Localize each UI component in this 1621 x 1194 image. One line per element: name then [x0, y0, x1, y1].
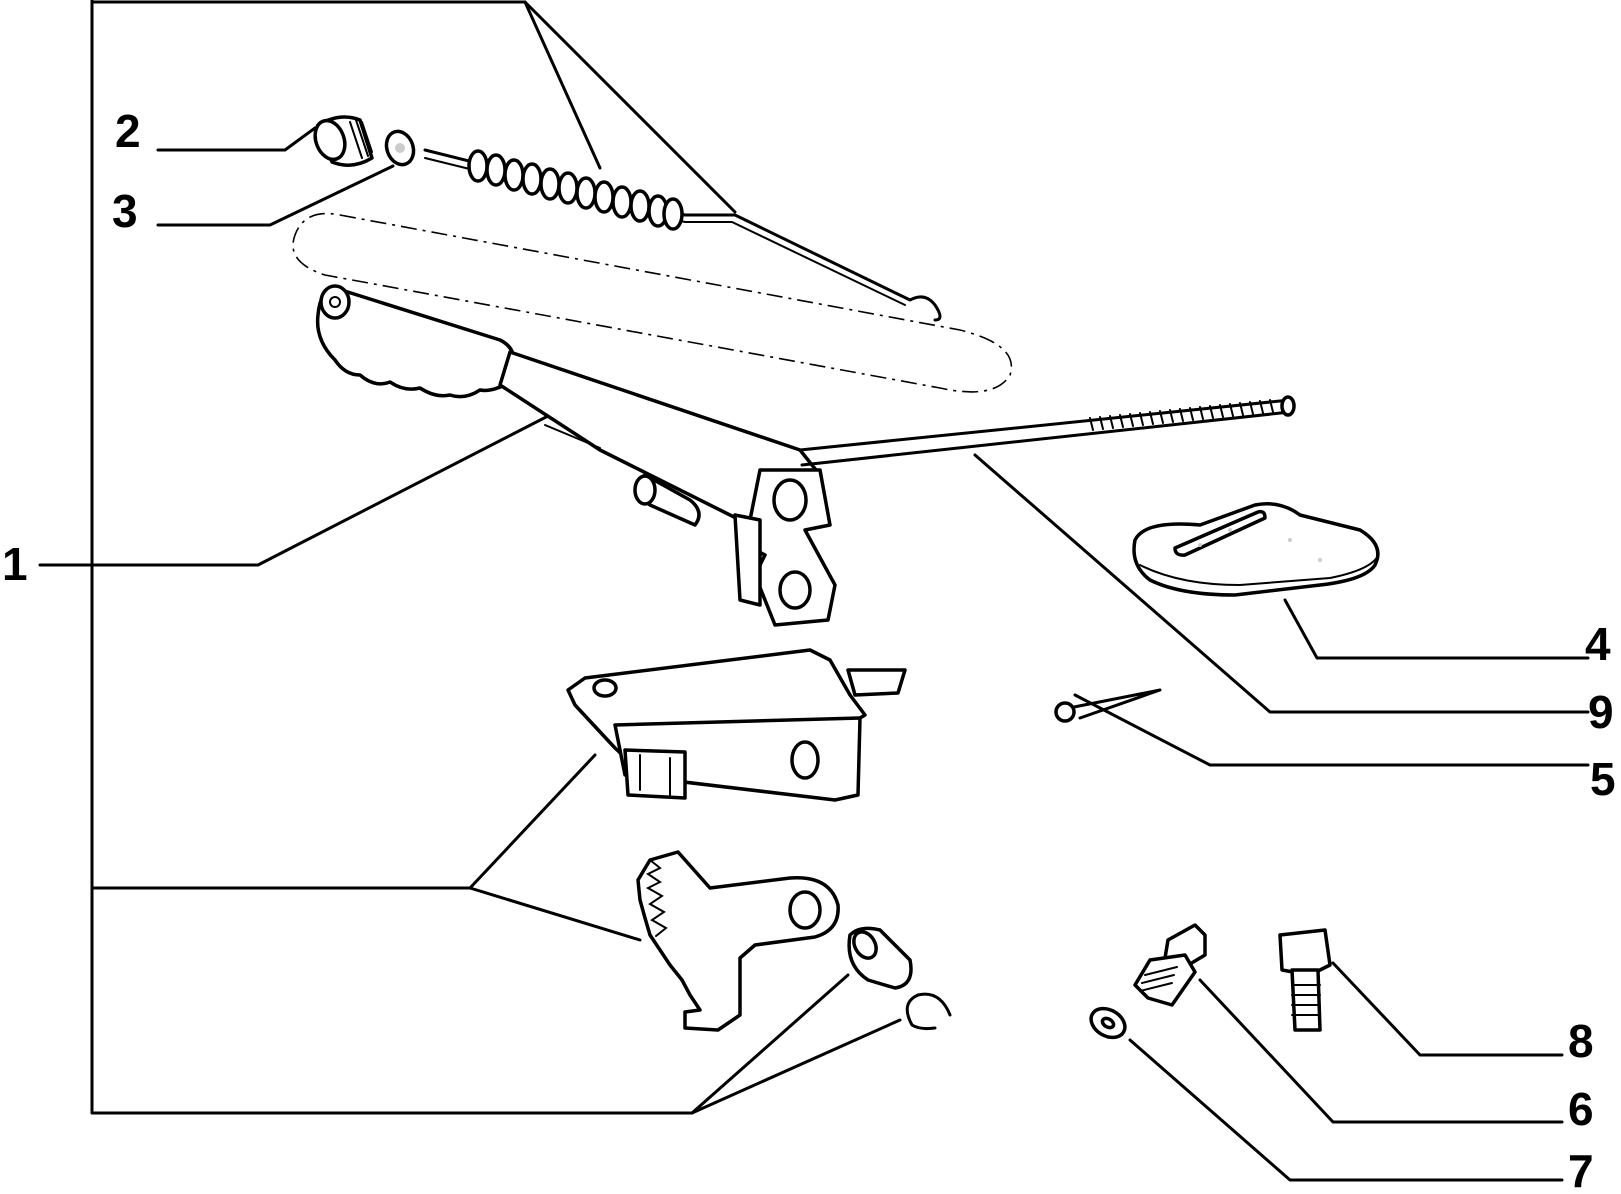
callout-1: 1	[2, 538, 28, 590]
ratchet-pawl-part	[636, 850, 840, 1032]
callout-4: 4	[1585, 618, 1611, 670]
washer-small-part	[1089, 1006, 1127, 1040]
callout-labels: 1 2 3 4 9 5 8 6 7	[2, 105, 1616, 1194]
knob-part	[313, 115, 374, 167]
cotter-pin-part	[1054, 688, 1162, 723]
lever-part	[315, 284, 1296, 627]
assembly-bracket	[90, 0, 694, 1115]
pin-and-clip-parts	[847, 926, 952, 1031]
leader-lines	[38, 0, 1590, 1182]
callout-7: 7	[1568, 1145, 1594, 1194]
stud-part	[1133, 923, 1207, 1007]
ratchet-housing-part	[566, 648, 907, 802]
callout-3: 3	[112, 185, 138, 237]
bolt-part	[1278, 928, 1332, 1032]
rod-threads	[1089, 399, 1274, 431]
release-rod-spring	[423, 148, 942, 322]
phantom-lever-outline	[292, 212, 1013, 393]
callout-9: 9	[1588, 686, 1614, 738]
boot-part	[1132, 502, 1380, 597]
callout-6: 6	[1568, 1083, 1594, 1135]
callout-2: 2	[115, 105, 141, 157]
spring-coils	[467, 149, 684, 231]
callout-5: 5	[1590, 753, 1616, 805]
callout-8: 8	[1568, 1015, 1594, 1067]
washer-part	[384, 129, 416, 167]
